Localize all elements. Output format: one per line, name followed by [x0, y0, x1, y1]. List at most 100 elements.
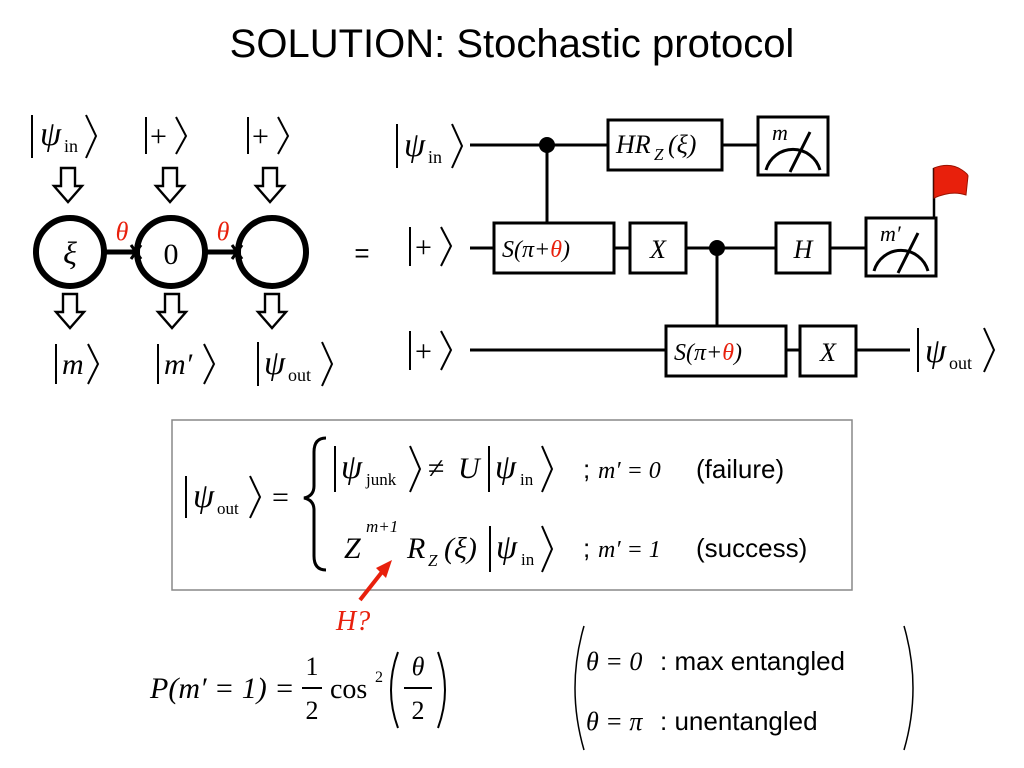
svg-text:P(m′ = 1) =: P(m′ = 1) = — [149, 672, 295, 705]
graph-output-m: m — [55, 343, 100, 385]
svg-text:X: X — [649, 235, 667, 264]
svg-text:ψ: ψ — [40, 116, 62, 153]
svg-text:H: H — [793, 235, 814, 264]
svg-text:X: X — [819, 338, 837, 367]
circuit-input-plus-2: + — [409, 330, 453, 371]
annotation-arrow-icon — [358, 560, 392, 602]
graph-input-psi-in: ψ in — [31, 114, 98, 159]
svg-text:m′ = 0: m′ = 0 — [598, 458, 661, 484]
meter-mid: m′ — [864, 216, 938, 278]
down-arrow-icon — [254, 166, 286, 204]
svg-text:m: m — [62, 348, 84, 381]
down-arrow-icon — [54, 292, 86, 330]
svg-text:ψ: ψ — [341, 449, 363, 486]
case-max-entangled-text: : max entangled — [660, 646, 845, 676]
case-unentangled-text: : unentangled — [660, 706, 818, 736]
equals-sign: = — [354, 238, 369, 268]
meter-top: m — [756, 115, 830, 177]
circuit-input-psi-in: ψ in — [396, 123, 464, 169]
red-flag-icon — [932, 164, 969, 218]
svg-text:U: U — [458, 452, 482, 485]
result-box: ψ out = ψ junk ≠ U ψ in ; m′ = 0 (failur… — [171, 419, 853, 591]
graph-input-plus-1: + — [145, 116, 188, 155]
case-unentangled-math: θ = π — [586, 707, 643, 736]
svg-text:≠: ≠ — [428, 452, 444, 485]
graph-output-m-prime: m′ — [157, 343, 216, 385]
svg-text:θ: θ — [412, 652, 425, 681]
svg-text:S(π+θ): S(π+θ) — [674, 340, 742, 366]
svg-text:ψ: ψ — [495, 449, 517, 486]
svg-text:1: 1 — [306, 652, 319, 681]
cross-mark-icon — [129, 244, 143, 260]
svg-text:in: in — [521, 550, 535, 569]
svg-text:=: = — [272, 481, 289, 514]
node-label-xi: ξ — [63, 235, 77, 271]
svg-text:in: in — [64, 136, 78, 156]
theta-cases: θ = 0 : max entangled θ = π : unentangle… — [574, 625, 914, 751]
graph-state: ψ in + + ξ 0 — [31, 114, 370, 387]
svg-text:+: + — [252, 120, 269, 153]
circuit-input-plus-1: + — [409, 226, 453, 267]
svg-text:HR: HR — [615, 130, 651, 159]
probability-formula: P(m′ = 1) = 1 2 cos 2 θ 2 — [149, 651, 446, 729]
svg-text:in: in — [428, 147, 442, 167]
gate-s-row2: S(π+θ) — [492, 221, 616, 275]
svg-text:Z: Z — [344, 532, 361, 565]
svg-text:ψ: ψ — [496, 529, 518, 566]
down-arrow-icon — [156, 292, 188, 330]
svg-text:Z: Z — [428, 551, 438, 570]
down-arrow-icon — [52, 166, 84, 204]
down-arrow-icon — [154, 166, 186, 204]
result-row-success: Z m+1 R Z (ξ) ψ in ; m′ = 1 (success) — [344, 517, 807, 573]
svg-text:m′ = 1: m′ = 1 — [598, 537, 661, 563]
node-label-zero: 0 — [164, 238, 179, 271]
graph-input-plus-2: + — [247, 116, 290, 155]
svg-text:S(π+θ): S(π+θ) — [502, 237, 570, 263]
svg-text:2: 2 — [412, 696, 425, 725]
cross-mark-icon — [230, 244, 244, 260]
svg-text:ψ: ψ — [404, 127, 426, 164]
svg-text:ψ: ψ — [925, 333, 947, 370]
svg-text:;: ; — [583, 454, 590, 484]
gate-h: H — [774, 221, 832, 275]
annotation-h-question: H? — [335, 606, 370, 637]
graph-node-3 — [235, 215, 309, 289]
svg-text:(failure): (failure) — [696, 454, 784, 484]
svg-text:out: out — [288, 365, 311, 385]
svg-text:R: R — [406, 532, 425, 565]
svg-text:;: ; — [583, 533, 590, 563]
gate-x-row3: X — [798, 324, 858, 378]
svg-text:in: in — [520, 470, 534, 489]
graph-output-psi-out: ψ out — [257, 341, 334, 387]
svg-text:2: 2 — [306, 696, 319, 725]
gate-hrz: HR Z (ξ) — [606, 118, 724, 172]
page-title: SOLUTION: Stochastic protocol — [229, 22, 795, 66]
svg-text:junk: junk — [365, 470, 397, 489]
gate-x-row2: X — [628, 221, 688, 275]
circuit-output-psi-out: ψ out — [917, 327, 996, 373]
edge-label-theta-2: θ — [217, 217, 230, 246]
control-dot-icon — [539, 137, 555, 153]
gate-s-row3: S(π+θ) — [664, 324, 788, 378]
case-max-entangled-math: θ = 0 — [586, 647, 642, 676]
svg-text:Z: Z — [654, 145, 664, 164]
svg-text:+: + — [415, 231, 432, 264]
svg-text:m: m — [772, 120, 788, 145]
down-arrow-icon — [256, 292, 288, 330]
svg-text:m′: m′ — [880, 221, 902, 246]
svg-text:(success): (success) — [696, 533, 807, 563]
svg-text:cos: cos — [330, 674, 367, 705]
svg-text:+: + — [415, 335, 432, 368]
graph-node-1 — [33, 215, 107, 289]
curly-brace — [303, 436, 327, 572]
svg-text:out: out — [217, 499, 239, 518]
result-row-failure: ψ junk ≠ U ψ in ; m′ = 0 (failure) — [334, 445, 784, 493]
edge-label-theta-1: θ — [116, 217, 129, 246]
circuit: ψ in + + — [396, 115, 996, 378]
svg-text:(ξ): (ξ) — [444, 532, 477, 565]
svg-text:2: 2 — [375, 669, 383, 686]
svg-text:ψ: ψ — [264, 345, 286, 382]
control-dot-icon — [709, 240, 725, 256]
result-lhs: ψ — [193, 478, 215, 515]
